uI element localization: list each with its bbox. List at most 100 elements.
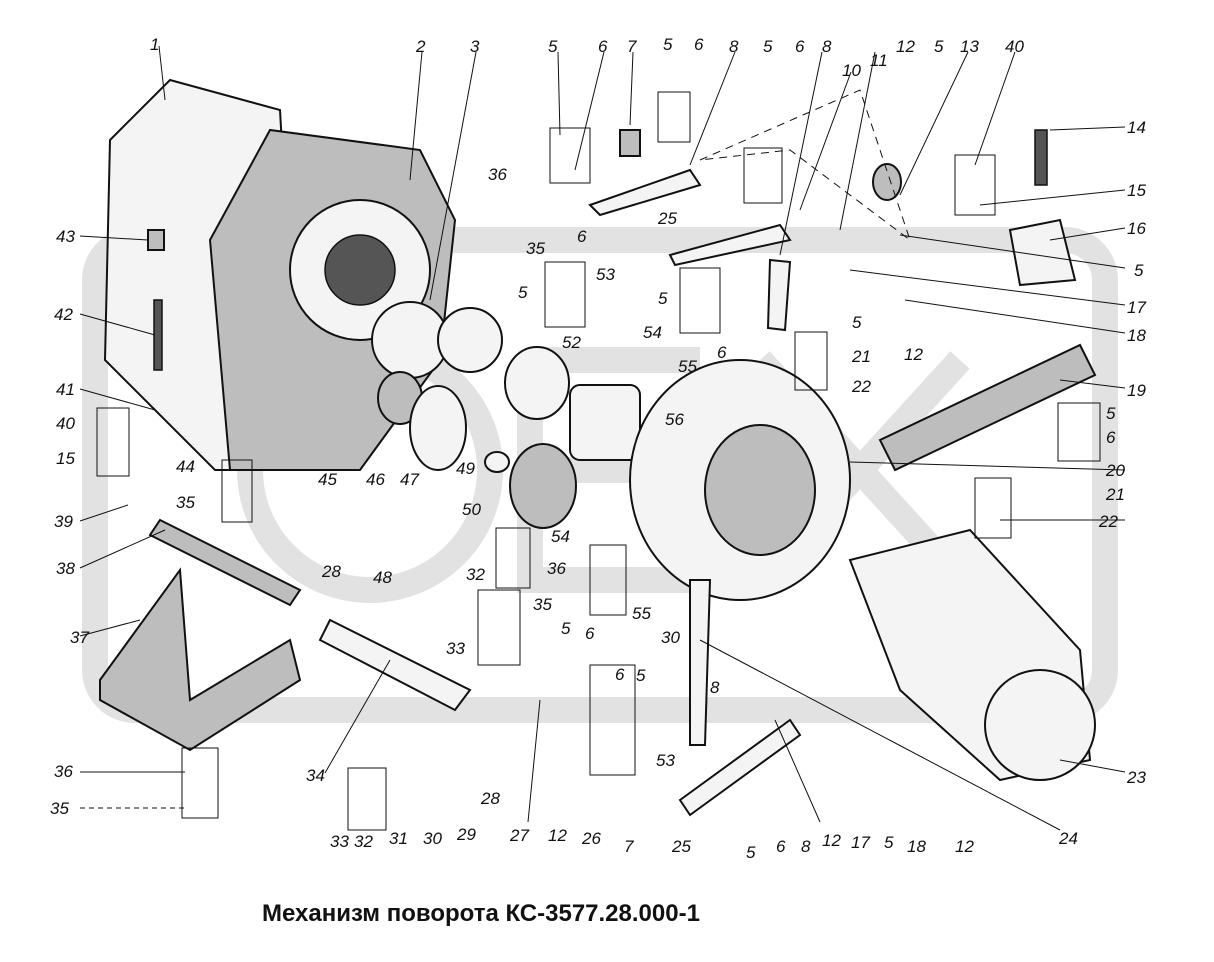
callout-label: 1	[150, 35, 159, 54]
callout-label: 21	[1105, 485, 1125, 504]
callout-label: 53	[596, 265, 615, 284]
callout-label: 21	[851, 347, 871, 366]
leader-lines	[79, 45, 1126, 831]
callout-label: 32	[354, 832, 373, 851]
callout-label: 11	[870, 51, 888, 70]
callout-label: 23	[1126, 768, 1146, 787]
callout-label: 12	[822, 831, 841, 850]
callout-label: 8	[710, 678, 720, 697]
parts-drawing	[99, 78, 1097, 817]
callout-label: 27	[509, 826, 529, 845]
callout-label: 31	[389, 829, 408, 848]
callout-label: 43	[56, 227, 75, 246]
callout-label: 45	[318, 470, 337, 489]
callout-label: 29	[456, 825, 476, 844]
callout-label: 20	[1105, 461, 1125, 480]
callout-label: 6	[776, 837, 786, 856]
part-group-boxes	[96, 89, 1101, 831]
callout-label: 5	[763, 37, 773, 56]
callout-label: 3	[470, 37, 480, 56]
callout-label: 36	[488, 165, 507, 184]
diagram-title: Механизм поворота КС-3577.28.000-1	[262, 900, 700, 927]
callout-label: 12	[896, 37, 915, 56]
callout-label: 49	[456, 459, 475, 478]
callout-label: 5	[1134, 261, 1144, 280]
callout-label: 8	[822, 37, 832, 56]
callout-label: 53	[656, 751, 675, 770]
callout-label: 55	[678, 357, 697, 376]
callout-label: 18	[907, 837, 926, 856]
callout-label: 48	[373, 568, 392, 587]
callout-label: 6	[694, 35, 704, 54]
callout-label: 40	[1005, 37, 1024, 56]
callout-label: 15	[1127, 181, 1146, 200]
callout-label: 46	[366, 470, 385, 489]
callout-label: 6	[615, 665, 625, 684]
callout-label: 26	[581, 829, 601, 848]
callout-label: 18	[1127, 326, 1146, 345]
callout-label: 6	[577, 227, 587, 246]
callout-label: 39	[54, 512, 73, 531]
callout-label: 14	[1127, 118, 1146, 137]
callout-label: 8	[729, 37, 739, 56]
callout-label: 5	[561, 619, 571, 638]
callout-label: 47	[400, 470, 419, 489]
callout-label: 7	[624, 837, 634, 856]
callout-label: 13	[960, 37, 979, 56]
callout-label: 34	[306, 766, 325, 785]
callout-label: 24	[1058, 829, 1078, 848]
callout-label: 5	[548, 37, 558, 56]
callout-label: 40	[56, 414, 75, 433]
callout-label: 22	[1098, 512, 1118, 531]
callout-label: 36	[547, 559, 566, 578]
callout-label: 30	[423, 829, 442, 848]
callout-label: 8	[801, 837, 811, 856]
callout-label: 55	[632, 604, 651, 623]
callout-label: 35	[176, 493, 195, 512]
callout-label: 6	[585, 624, 595, 643]
callout-label: 5	[852, 313, 862, 332]
callout-label: 6	[717, 343, 727, 362]
callout-label: 6	[1106, 428, 1116, 447]
callout-label: 52	[562, 333, 581, 352]
callout-label: 41	[56, 380, 75, 399]
callout-label: 17	[1127, 298, 1146, 317]
callout-label: 30	[661, 628, 680, 647]
callout-label: 15	[56, 449, 75, 468]
callout-label: 42	[54, 305, 73, 324]
callout-labels: 1 2 3 5 6 7 5 6 8 5 6 8 10 11 12 5 13 40…	[50, 35, 1146, 862]
callout-label: 35	[50, 799, 69, 818]
callout-label: 37	[70, 628, 89, 647]
callout-label: 6	[795, 37, 805, 56]
callout-label: 50	[462, 500, 481, 519]
callout-label: 36	[54, 762, 73, 781]
callout-label: 22	[851, 377, 871, 396]
callout-label: 5	[1106, 404, 1116, 423]
callout-label: 5	[663, 35, 673, 54]
callout-label: 5	[658, 289, 668, 308]
callout-label: 5	[636, 666, 646, 685]
callout-label: 56	[665, 410, 684, 429]
callout-label: 12	[548, 826, 567, 845]
callout-label: 6	[598, 37, 608, 56]
callout-label: 19	[1127, 381, 1146, 400]
callout-label: 12	[955, 837, 974, 856]
callout-label: 35	[533, 595, 552, 614]
callout-label: 33	[330, 832, 349, 851]
callout-label: 5	[934, 37, 944, 56]
callout-label: 44	[176, 457, 195, 476]
callout-label: 25	[671, 837, 691, 856]
callout-label: 54	[643, 323, 662, 342]
callout-label: 2	[415, 37, 426, 56]
callout-label: 35	[526, 239, 545, 258]
callout-label: 5	[884, 833, 894, 852]
callout-label: 5	[518, 283, 528, 302]
callout-label: 33	[446, 639, 465, 658]
callout-label: 5	[746, 843, 756, 862]
callout-label: 10	[842, 61, 861, 80]
callout-label: 28	[321, 562, 341, 581]
callout-label: 32	[466, 565, 485, 584]
callout-label: 7	[627, 37, 637, 56]
callout-label: 16	[1127, 219, 1146, 238]
